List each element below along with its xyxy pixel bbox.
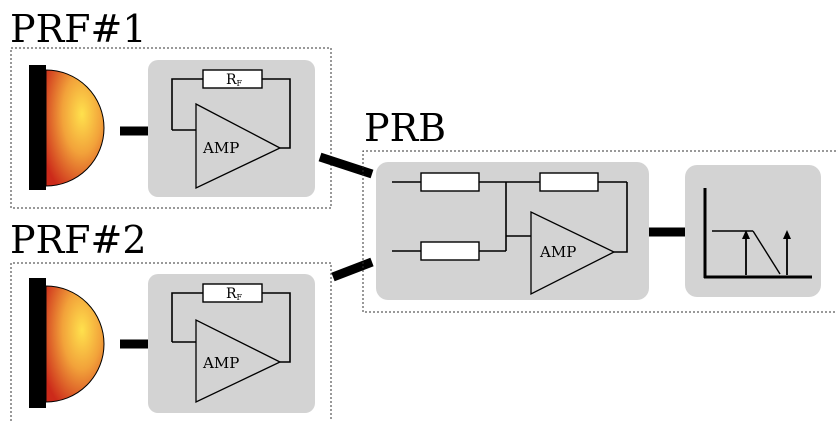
feedback-resistor-label: RF <box>226 72 243 88</box>
lowpass-filter-spectrum-icon <box>703 188 812 279</box>
prf2-to-prb-cable <box>331 257 374 282</box>
resistor-icon <box>539 172 599 192</box>
summing-amplifier-circuit <box>392 172 628 296</box>
transimpedance-amp-panel <box>148 274 315 413</box>
transimpedance-amp-panel <box>148 60 315 197</box>
prb-boundary <box>362 150 836 313</box>
prf1-title: PRF#1 <box>10 7 147 51</box>
feedback-resistor-label: RF <box>226 286 243 302</box>
photodiode-icon <box>29 278 105 408</box>
prb-module: PRB AMP <box>362 106 836 313</box>
amplifier-triangle-icon <box>171 292 291 404</box>
prf1-module: PRF#1 RF AMP <box>10 7 332 209</box>
resistor-icon <box>202 283 263 303</box>
amplifier-triangle-icon <box>530 210 616 296</box>
prf1-boundary <box>10 47 332 209</box>
prf1-to-prb-cable <box>318 152 374 179</box>
prb-title: PRB <box>364 106 446 150</box>
prf2-boundary <box>10 262 332 421</box>
amp-label: AMP <box>202 139 239 157</box>
amp-label: AMP <box>539 243 576 261</box>
resistor-icon <box>420 172 480 192</box>
summing-amp-panel <box>376 162 649 300</box>
photodiode-icon <box>29 65 105 190</box>
amp-label: AMP <box>202 354 239 372</box>
resistor-icon <box>202 69 263 89</box>
prf2-module: PRF#2 RF AMP <box>10 218 332 421</box>
resistor-icon <box>420 241 480 261</box>
prf2-title: PRF#2 <box>10 218 147 262</box>
amplifier-triangle-icon <box>171 78 291 190</box>
